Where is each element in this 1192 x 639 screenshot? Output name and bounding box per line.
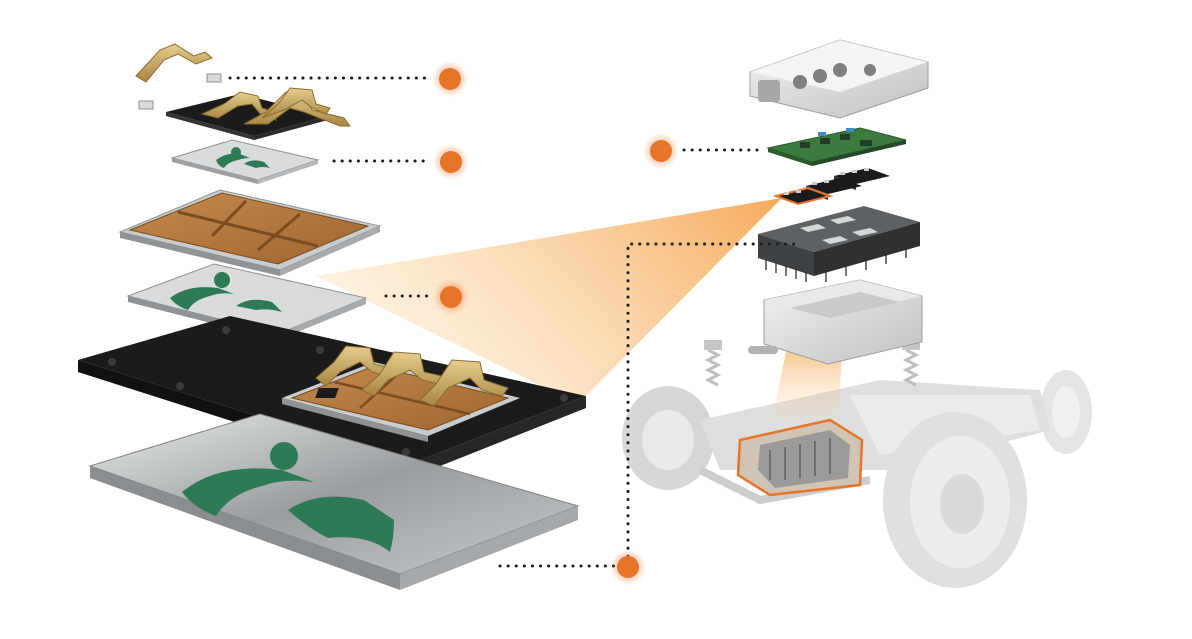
orange-dot-marker-icon [617,556,639,578]
highlight-beam-main [316,198,782,404]
green-logo-mark-icon [182,442,394,552]
orange-dot-marker-icon [650,140,672,162]
orange-dot-marker-icon [440,151,462,173]
leader-lines [228,76,798,568]
orange-dot-marker-icon [439,68,461,90]
green-logo-mark-icon [170,272,282,312]
orange-dot-marker-icon [440,286,462,308]
car-chassis-illustration [622,340,1092,588]
small-chip [206,73,222,83]
inverter-control-board [766,127,907,166]
highlight-beam-lower [772,352,842,420]
base-ceramic-plate [88,413,580,590]
hotspot-mid-substrate[interactable] [433,279,469,315]
inverter-housing-top [749,39,929,119]
inverter-housing-lower [748,279,923,365]
hotspot-terminal-clips[interactable] [432,61,468,97]
copper-substrate [118,189,382,276]
hotspot-base-plate[interactable] [610,549,646,585]
small-chip [138,100,154,110]
heatsink [758,206,920,282]
hotspot-top-substrate[interactable] [433,144,469,180]
power-module-blocks [772,168,890,206]
top-ceramic-substrate [170,139,320,184]
top-black-substrate [166,87,351,140]
hotspot-control-board[interactable] [643,133,679,169]
drive-unit-highlight [736,418,864,497]
top-terminal-clip [135,43,213,83]
green-logo-mark-icon [216,147,270,168]
